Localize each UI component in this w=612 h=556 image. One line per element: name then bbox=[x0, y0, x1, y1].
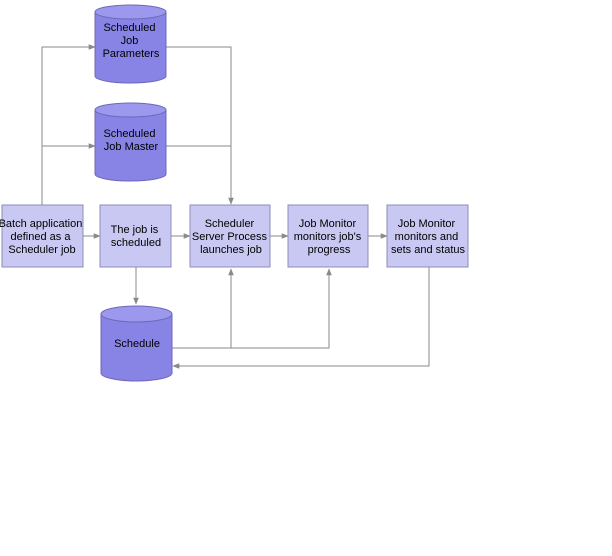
svg-text:Schedule: Schedule bbox=[114, 338, 160, 350]
process-scheduler-server: Scheduler Server Process launches job bbox=[189, 204, 271, 268]
process-label-line: The job is bbox=[111, 224, 159, 236]
svg-text:Scheduled Job Para: Scheduled Job Parameters bbox=[103, 22, 160, 60]
process-label-line: launches job bbox=[200, 244, 262, 256]
datastore-label-line: Scheduled bbox=[103, 22, 155, 34]
process-job-monitor-progress: Job Monitor monitors job's progress bbox=[287, 204, 369, 268]
connectors bbox=[41, 44, 430, 369]
process-label-line: scheduled bbox=[111, 237, 161, 249]
process-batch-application: Batch application defined as a Scheduler… bbox=[0, 204, 85, 268]
process-label-line: Job Monitor bbox=[299, 218, 357, 230]
svg-text:Job Monitor monitors an: Job Monitor monitors and sets and status bbox=[391, 218, 465, 256]
svg-text:Scheduled Job Master: Scheduled Job Master bbox=[103, 128, 158, 153]
process-label-line: defined as a bbox=[11, 231, 72, 243]
process-job-scheduled: The job is scheduled bbox=[99, 204, 172, 268]
connector-parameters-to-server bbox=[166, 46, 234, 205]
process-label-line: Scheduler bbox=[205, 218, 255, 230]
svg-text:Batch application define: Batch application defined as a Scheduler… bbox=[0, 218, 85, 256]
datastore-schedule: Schedule bbox=[100, 305, 173, 382]
process-job-monitor-status: Job Monitor monitors and sets and status bbox=[386, 204, 469, 268]
process-label-line: Server Process bbox=[192, 231, 268, 243]
datastore-label-line: Job bbox=[121, 35, 139, 47]
process-label-line: Job Monitor bbox=[398, 218, 456, 230]
svg-text:The job is scheduled: The job is scheduled bbox=[111, 224, 162, 249]
datastore-label-line: Schedule bbox=[114, 338, 160, 350]
process-label-line: sets and status bbox=[391, 244, 465, 256]
datastore-scheduled-job-parameters: Scheduled Job Parameters bbox=[94, 4, 167, 84]
process-label-line: monitors job's bbox=[294, 231, 362, 243]
process-label-line: monitors and bbox=[395, 231, 459, 243]
datastore-label-line: Parameters bbox=[103, 48, 160, 60]
connector-batch-to-parameters bbox=[41, 44, 96, 205]
datastore-label-line: Job Master bbox=[104, 141, 159, 153]
process-label-line: progress bbox=[308, 244, 351, 256]
datastore-scheduled-job-master: Scheduled Job Master bbox=[94, 102, 167, 182]
datastore-label-line: Scheduled bbox=[103, 128, 155, 140]
process-label-line: Scheduler job bbox=[8, 244, 75, 256]
connector-schedule-to-server-and-progress bbox=[172, 268, 332, 349]
svg-text:Scheduler Server Process: Scheduler Server Process launches job bbox=[192, 218, 270, 256]
process-label-line: Batch application bbox=[0, 218, 82, 230]
connector-status-to-schedule bbox=[172, 267, 430, 369]
svg-text:Job Monitor monitors job: Job Monitor monitors job's progress bbox=[294, 218, 365, 256]
